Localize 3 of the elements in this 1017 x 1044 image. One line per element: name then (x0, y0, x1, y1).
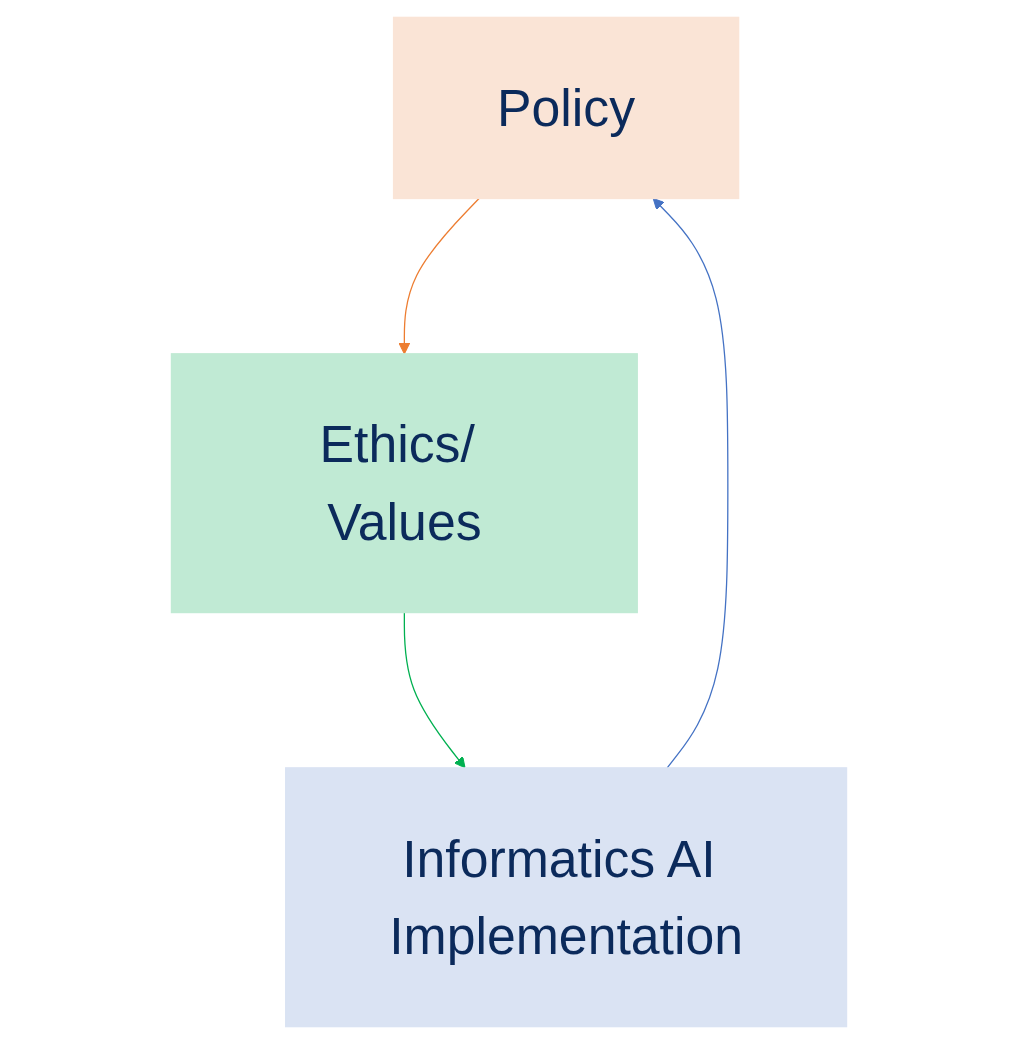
sector-box: Policy (392, 16, 739, 200)
sector-box: Ethics/ Values (170, 353, 638, 614)
sector-box: Informatics AI Implementation (284, 767, 847, 1028)
